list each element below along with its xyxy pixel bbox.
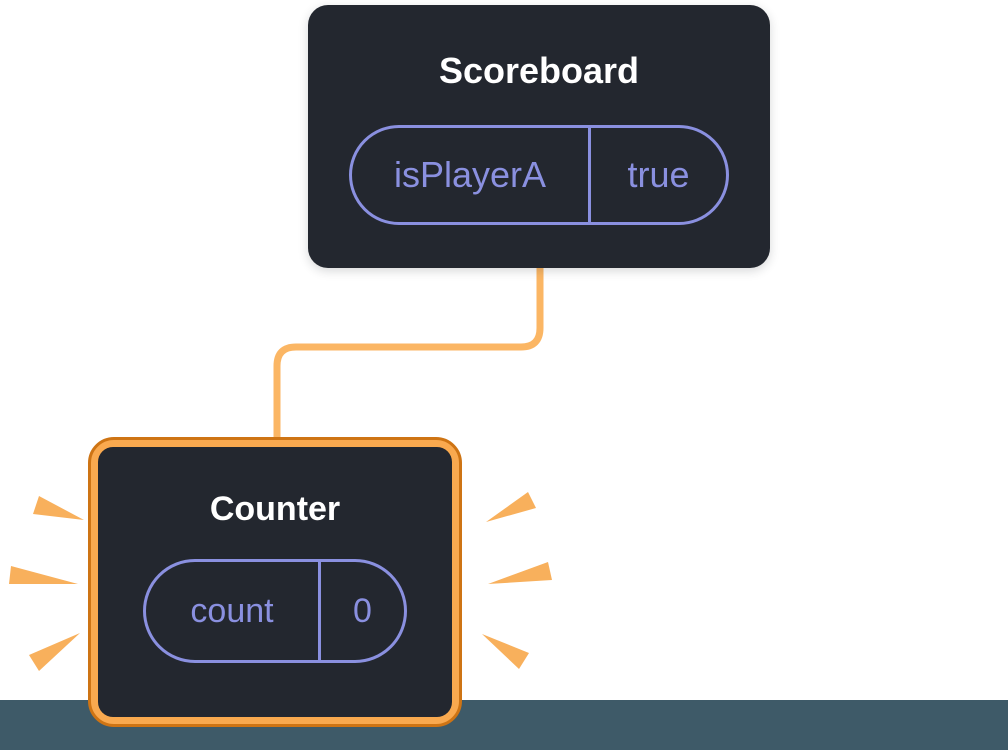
scoreboard-state-pill: isPlayerA true (349, 125, 729, 225)
counter-node: Counter count 0 (98, 447, 452, 717)
spark-icon-right-bottom (482, 634, 529, 669)
scoreboard-title: Scoreboard (438, 50, 640, 91)
spark-icon-right-middle (488, 562, 552, 584)
spark-icon-left-top (33, 496, 84, 520)
spark-icon-left-middle (9, 566, 78, 584)
scoreboard-state-value: true (627, 154, 690, 195)
pill-divider (588, 128, 591, 222)
connector-line (273, 262, 544, 446)
counter-state-key: count (190, 591, 274, 630)
counter-state-pill: count 0 (143, 559, 407, 663)
counter-state-value: 0 (353, 591, 372, 630)
spark-icon-right-top (486, 492, 536, 522)
scoreboard-state-key: isPlayerA (393, 154, 547, 195)
spark-icon-left-bottom (29, 633, 80, 671)
counter-title: Counter (209, 490, 341, 528)
counter-highlight-border: Counter count 0 (88, 437, 462, 727)
pill-divider (318, 562, 321, 660)
scoreboard-node: Scoreboard isPlayerA true (308, 5, 770, 268)
